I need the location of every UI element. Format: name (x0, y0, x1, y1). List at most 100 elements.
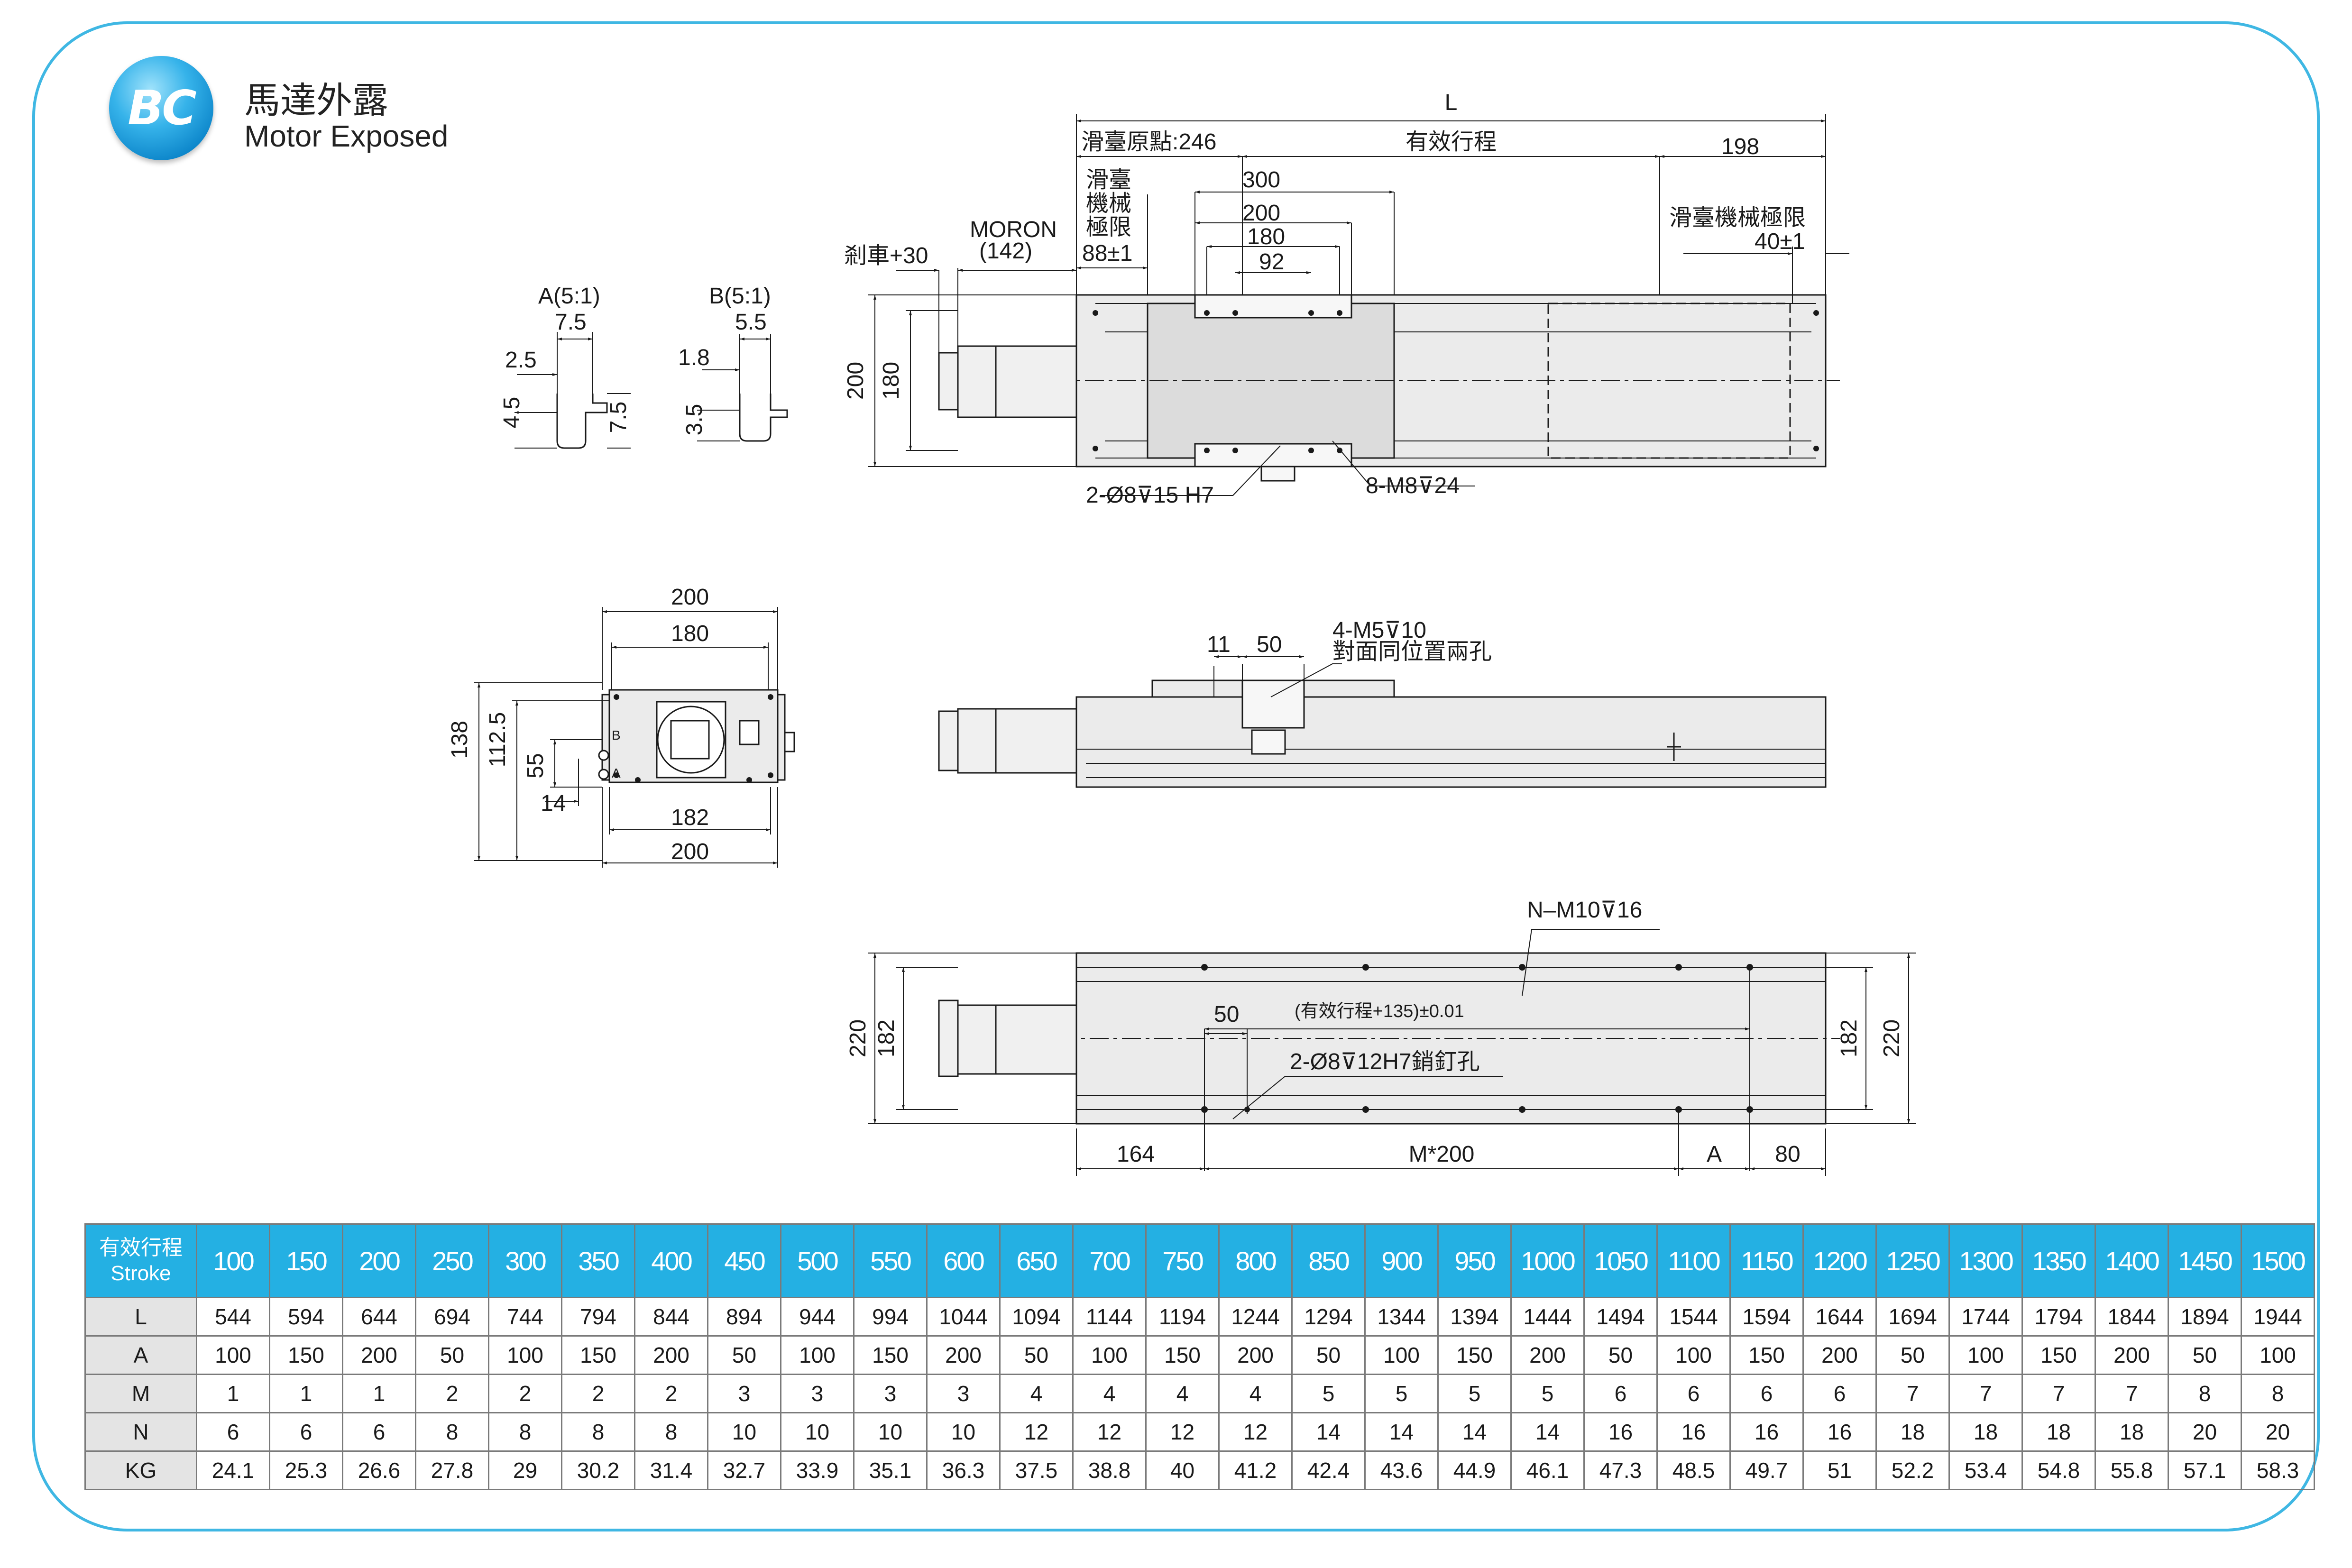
table-cell: 14 (1510, 1412, 1585, 1452)
table-cell: 12 (999, 1412, 1074, 1452)
table-cell: 5 (1364, 1374, 1439, 1413)
hole (1204, 310, 1210, 316)
table-cell: 150 (561, 1335, 635, 1375)
table-cell: 100 (1948, 1335, 2023, 1375)
table-cell: 1 (196, 1374, 270, 1413)
table-cell: 16 (1656, 1412, 1731, 1452)
label-end-200-top: 200 (671, 585, 709, 610)
table-cell: 18 (2095, 1412, 2169, 1452)
table-cell: 150 (2021, 1335, 2096, 1375)
table-cell: 50 (415, 1335, 489, 1375)
label-bottom-182-left: 182 (874, 1019, 899, 1057)
hole (1204, 448, 1210, 453)
hole (1337, 448, 1342, 453)
top-view (868, 114, 1849, 496)
stroke-header-cell: 350 (561, 1223, 635, 1298)
label-detail-a-d1: 2.5 (505, 348, 537, 373)
table-cell: 47.3 (1583, 1450, 1658, 1490)
stroke-header-cell: 1150 (1729, 1223, 1804, 1298)
table-cell: 1344 (1364, 1297, 1439, 1337)
hole (1308, 310, 1314, 316)
table-cell: 6 (1802, 1374, 1877, 1413)
table-cell: 200 (2095, 1335, 2169, 1375)
table-cell: 12 (1145, 1412, 1220, 1452)
table-cell: 16 (1729, 1412, 1804, 1452)
table-cell: 53.4 (1948, 1450, 2023, 1490)
stroke-header-cell: 1000 (1510, 1223, 1585, 1298)
label-slider-origin: 滑臺原點:246 (1081, 129, 1216, 155)
row-label-cell: L (84, 1297, 197, 1337)
header-label-cn: 有效行程 (99, 1236, 183, 1259)
side-view (938, 655, 1827, 788)
table-cell: 57.1 (2168, 1450, 2242, 1490)
row-label-cell: M (84, 1374, 197, 1413)
table-cell: 31.4 (634, 1450, 708, 1490)
label-end-b: B (612, 728, 621, 743)
stroke-header-cell: 850 (1291, 1223, 1366, 1298)
detail-b (697, 334, 788, 442)
table-cell: 5 (1291, 1374, 1366, 1413)
table-cell: 100 (1072, 1335, 1147, 1375)
label-h180: 180 (879, 362, 904, 400)
label-end-180: 180 (671, 621, 709, 646)
label-bottom-220-left: 220 (845, 1019, 871, 1057)
table-cell: 150 (853, 1335, 928, 1375)
table-cell: 150 (269, 1335, 343, 1375)
stroke-header-cell: 300 (488, 1223, 562, 1298)
top-motor (957, 345, 1077, 418)
side-motor (957, 708, 1077, 774)
stroke-header-cell: 550 (853, 1223, 928, 1298)
label-bottom-thread: N–M10⊽16 (1527, 898, 1642, 923)
table-cell: 1494 (1583, 1297, 1658, 1337)
table-cell: 1394 (1437, 1297, 1512, 1337)
table-cell: 5 (1437, 1374, 1512, 1413)
table-cell: 744 (488, 1297, 562, 1337)
label-side-note2: 對面同位置兩孔 (1332, 639, 1492, 664)
table-cell: 1294 (1291, 1297, 1366, 1337)
table-cell: 1544 (1656, 1297, 1731, 1337)
table-cell: 24.1 (196, 1450, 270, 1490)
side-body (1075, 696, 1827, 788)
label-detail-a-width: 7.5 (555, 310, 587, 335)
label-detail-a-h2: 7.5 (606, 402, 631, 433)
stroke-header-cell: 1300 (1948, 1223, 2023, 1298)
stroke-header-cell: 1450 (2168, 1223, 2242, 1298)
table-cell: 1 (269, 1374, 343, 1413)
table-cell: 16 (1802, 1412, 1877, 1452)
table-cell: 10 (853, 1412, 928, 1452)
table-cell: 48.5 (1656, 1450, 1731, 1490)
table-cell: 10 (926, 1412, 1001, 1452)
hole (1232, 310, 1238, 316)
table-cell: 1194 (1145, 1297, 1220, 1337)
stroke-header-cell: 600 (926, 1223, 1001, 1298)
table-cell: 50 (1291, 1335, 1366, 1375)
table-cell: 26.6 (342, 1450, 416, 1490)
table-cell: 1044 (926, 1297, 1001, 1337)
table-cell: 100 (2241, 1335, 2315, 1375)
stroke-header-cell: 100 (196, 1223, 270, 1298)
label-40: 40±1 (1755, 229, 1805, 254)
label-bottom-pin: 2-Ø8⊽12H7銷釘孔 (1290, 1049, 1480, 1074)
table-cell: 894 (707, 1297, 781, 1337)
table-cell: 16 (1583, 1412, 1658, 1452)
table-cell: 4 (1218, 1374, 1293, 1413)
label-detail-b-title: B(5:1) (709, 284, 771, 309)
table-cell: 994 (853, 1297, 928, 1337)
table-cell: 8 (488, 1412, 562, 1452)
table-cell: 36.3 (926, 1450, 1001, 1490)
table-cell: 30.2 (561, 1450, 635, 1490)
label-end-55: 55 (523, 753, 548, 778)
label-limit-right: 滑臺機械極限 (1669, 205, 1806, 230)
table-cell: 200 (1510, 1335, 1585, 1375)
table-cell: 10 (780, 1412, 854, 1452)
row-label-cell: N (84, 1412, 197, 1452)
stroke-header-cell: 500 (780, 1223, 854, 1298)
bottom-motor (957, 1004, 1077, 1075)
label-198: 198 (1721, 134, 1759, 159)
table-cell: 37.5 (999, 1450, 1074, 1490)
table-cell: 544 (196, 1297, 270, 1337)
table-cell: 51 (1802, 1450, 1877, 1490)
badge-label: BC (128, 80, 197, 136)
